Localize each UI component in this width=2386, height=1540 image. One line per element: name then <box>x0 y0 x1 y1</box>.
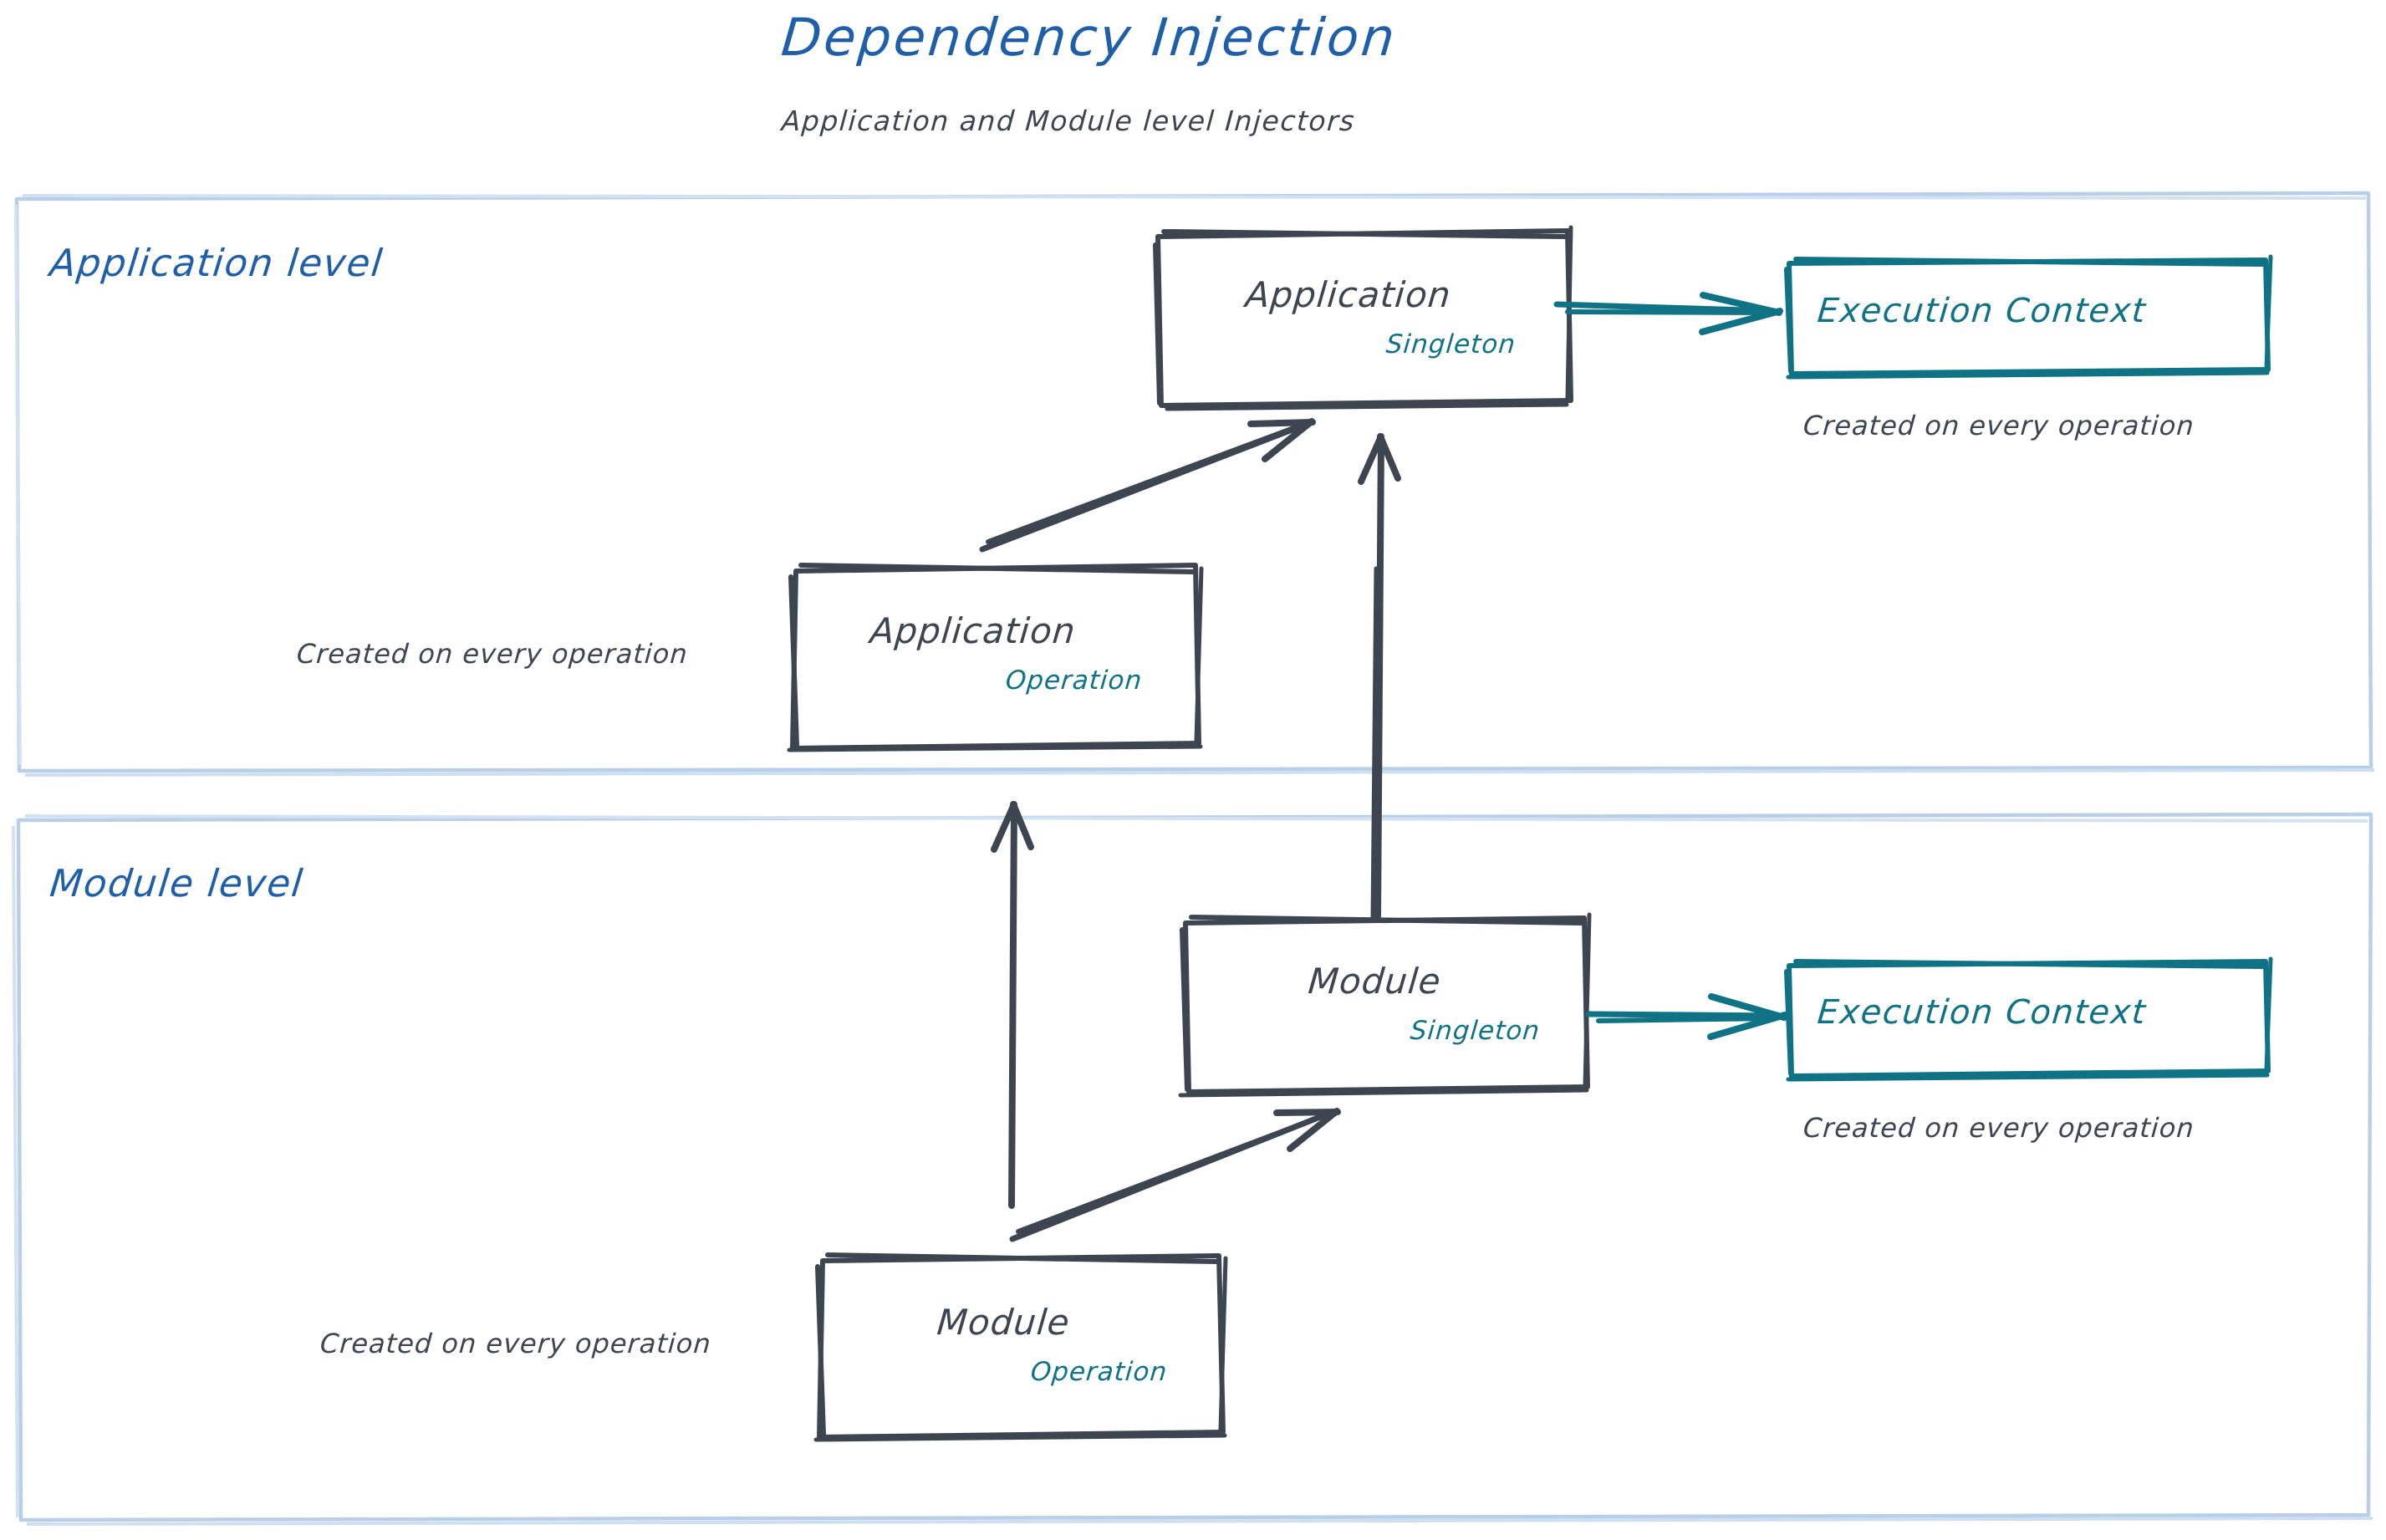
box-module-operation-title: Module <box>935 1302 1072 1343</box>
box-application-execution-context[interactable]: Execution Context <box>1787 260 2271 377</box>
box-application-operation[interactable]: Application Operation <box>793 565 1202 748</box>
page-subtitle: Application and Module level Injectors <box>780 105 1357 137</box>
box-application-operation-scope: Operation <box>1004 665 1144 696</box>
box-module-singleton[interactable]: Module Singleton <box>1182 917 1589 1092</box>
box-module-operation-scope: Operation <box>1029 1357 1169 1387</box>
box-application-operation-title: Application <box>868 610 1078 651</box>
box-module-operation[interactable]: Module Operation <box>818 1255 1226 1440</box>
box-module-execution-context-title: Execution Context <box>1815 993 2149 1032</box>
box-application-singleton-title: Application <box>1243 274 1453 315</box>
caption-app-execution-context: Created on every operation <box>1802 410 2196 441</box>
arrow-module-operation-to-application-level <box>991 801 1034 1209</box>
arrow-application-operation-to-singleton <box>979 418 1316 553</box>
arrow-module-singleton-to-application-singleton <box>1358 433 1401 922</box>
box-application-singleton-scope: Singleton <box>1384 329 1517 360</box>
arrow-module-operation-to-module-singleton <box>1009 1108 1341 1242</box>
panel-label-module-level: Module level <box>48 861 306 905</box>
box-application-singleton[interactable]: Application Singleton <box>1158 231 1571 405</box>
box-module-singleton-scope: Singleton <box>1409 1016 1542 1046</box>
panel-label-application-level: Application level <box>48 241 386 285</box>
arrow-module-to-execution-context <box>1585 993 1788 1040</box>
caption-module-execution-context: Created on every operation <box>1802 1112 2196 1144</box>
box-module-execution-context[interactable]: Execution Context <box>1787 961 2271 1079</box>
box-module-singleton-title: Module <box>1306 961 1443 1002</box>
page-title: Dependency Injection <box>778 7 1399 68</box>
box-application-execution-context-title: Execution Context <box>1815 292 2149 330</box>
arrow-application-to-execution-context <box>1553 292 1783 335</box>
caption-module-operation: Created on every operation <box>319 1328 713 1359</box>
caption-app-operation: Created on every operation <box>295 638 690 670</box>
